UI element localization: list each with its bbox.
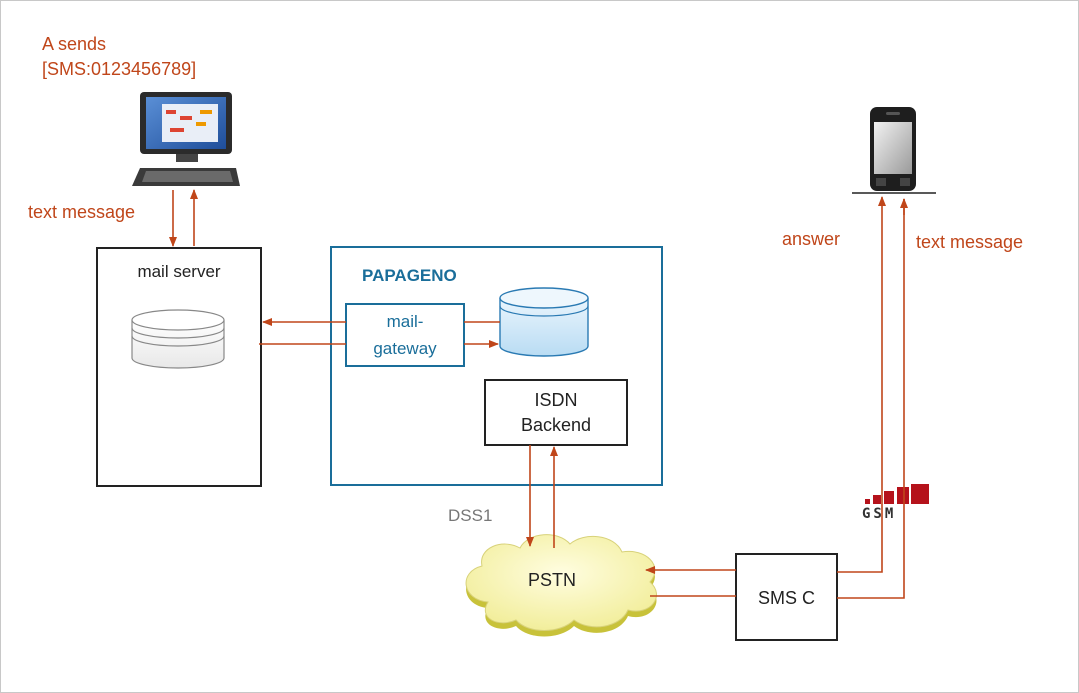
sender-caption-line2: [SMS:0123456789] (42, 59, 197, 79)
papageno-database-icon (499, 287, 589, 357)
mail-server-database-icon (131, 309, 225, 369)
isdn-backend-label-line1: ISDN (534, 390, 578, 410)
mail-gateway-label-line2: gateway (373, 339, 437, 358)
dss1-label: DSS1 (448, 506, 493, 525)
isdn-backend-box (484, 379, 628, 446)
arrow-smsc-to-phone (837, 196, 886, 573)
mail-gateway-label-line1: mail- (386, 312, 424, 331)
pstn-cloud-icon (465, 534, 657, 637)
smsc-label: SMS C (757, 588, 815, 608)
mail-server-label: mail server (137, 262, 221, 281)
pstn-label: PSTN (528, 570, 577, 590)
gsm-logo-icon (865, 484, 929, 504)
mobile-phone-icon (852, 107, 936, 194)
sender-caption-line1: A sends (42, 34, 107, 54)
answer-label: answer (782, 229, 841, 249)
line-phone-to-smsc (837, 199, 905, 599)
mail-gateway-box (345, 303, 465, 367)
right-text-message-label: text message (916, 232, 1024, 252)
smsc-box (735, 553, 838, 641)
computer-icon (132, 92, 240, 186)
connectors (169, 189, 908, 599)
papageno-title: PAPAGENO (362, 266, 457, 285)
isdn-backend-label-line2: Backend (520, 415, 592, 435)
gsm-logo-text: GSM (862, 506, 897, 522)
left-text-message-label: text message (28, 202, 136, 222)
